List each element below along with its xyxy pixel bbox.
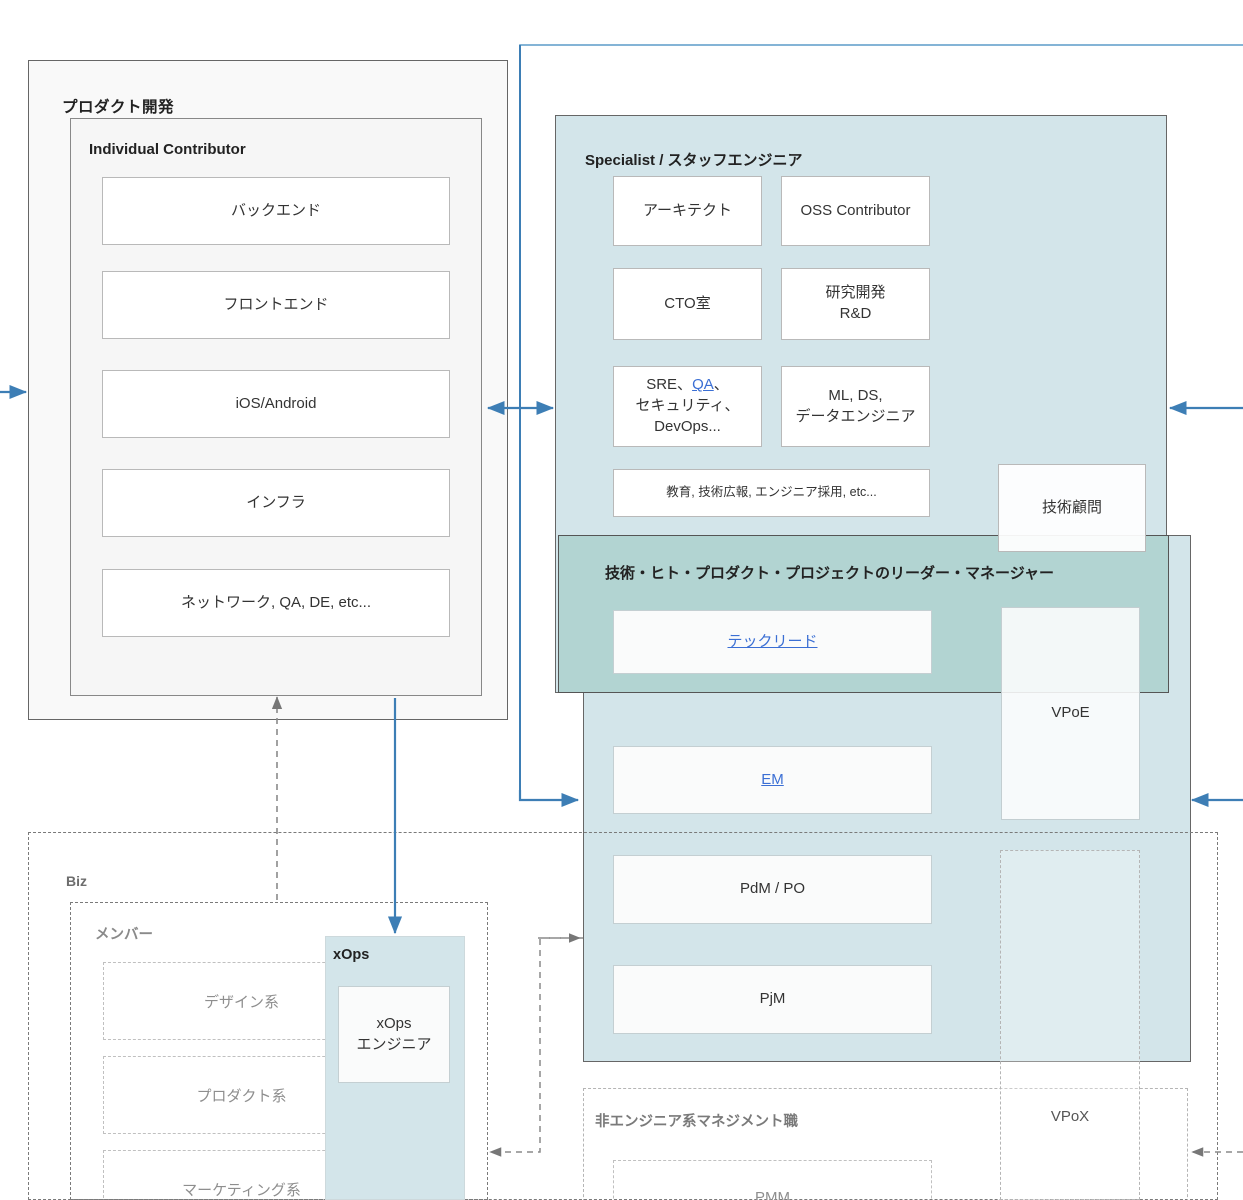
leader-card-em[interactable]: EM xyxy=(613,746,932,814)
advisor-card-tech-advisor[interactable]: 技術顧問 xyxy=(998,464,1146,552)
sre-line3: DevOps... xyxy=(654,417,721,435)
product-development-title: プロダクト開発 xyxy=(62,99,175,116)
em-link[interactable]: EM xyxy=(761,770,784,788)
non-engineer-management-title: 非エンジニア系マネジメント職 xyxy=(595,1114,798,1130)
connector-rail-to-leaders xyxy=(518,790,580,808)
vpox-label: VPoX xyxy=(1050,1108,1090,1125)
vpox-container[interactable] xyxy=(1000,850,1140,1200)
ic-card-ios-android[interactable]: iOS/Android xyxy=(102,370,450,438)
tech-lead-link[interactable]: テックリード xyxy=(727,632,818,650)
sre-line1: SRE、QA、 xyxy=(646,376,729,394)
connector-top-rail xyxy=(519,44,1243,64)
sre-line2: セキュリティ、 xyxy=(635,397,740,415)
ic-card-backend[interactable]: バックエンド xyxy=(102,177,450,245)
specialist-title: Specialist / スタッフエンジニア xyxy=(585,152,803,169)
specialist-card-education-pr-recruiting[interactable]: 教育, 技術広報, エンジニア採用, etc... xyxy=(613,469,930,517)
specialist-card-architect[interactable]: アーキテクト xyxy=(613,176,762,246)
ic-card-frontend[interactable]: フロントエンド xyxy=(102,271,450,339)
leader-card-tech-lead[interactable]: テックリード xyxy=(613,610,932,674)
qa-link[interactable]: QA xyxy=(692,376,714,394)
specialist-card-ml-ds-data-engineer[interactable]: ML, DS, データエンジニア xyxy=(781,366,930,447)
specialist-card-sre-qa-security-devops[interactable]: SRE、QA、 セキュリティ、 DevOps... xyxy=(613,366,762,447)
leaders-managers-title: 技術・ヒト・プロダクト・プロジェクトのリーダー・マネージャー xyxy=(605,565,1054,582)
ic-card-infra[interactable]: インフラ xyxy=(102,469,450,537)
specialist-card-cto-office[interactable]: CTO室 xyxy=(613,268,762,340)
ic-card-network-qa-de[interactable]: ネットワーク, QA, DE, etc... xyxy=(102,569,450,637)
leader-card-pjm[interactable]: PjM xyxy=(613,965,932,1034)
specialist-card-oss-contributor[interactable]: OSS Contributor xyxy=(781,176,930,246)
leader-card-pdm-po[interactable]: PdM / PO xyxy=(613,855,932,924)
non-engineer-management-container xyxy=(583,1088,1188,1200)
specialist-card-rnd[interactable]: 研究開発 R&D xyxy=(781,268,930,340)
biz-title: Biz xyxy=(66,873,87,889)
member-title: メンバー xyxy=(95,927,153,943)
individual-contributor-title: Individual Contributor xyxy=(89,141,246,158)
non-engineer-item-pmm[interactable]: PMM xyxy=(613,1160,932,1200)
xops-card-engineer[interactable]: xOps エンジニア xyxy=(338,986,450,1083)
leader-card-vpoe[interactable]: VPoE xyxy=(1001,607,1140,820)
xops-title: xOps xyxy=(333,947,370,963)
